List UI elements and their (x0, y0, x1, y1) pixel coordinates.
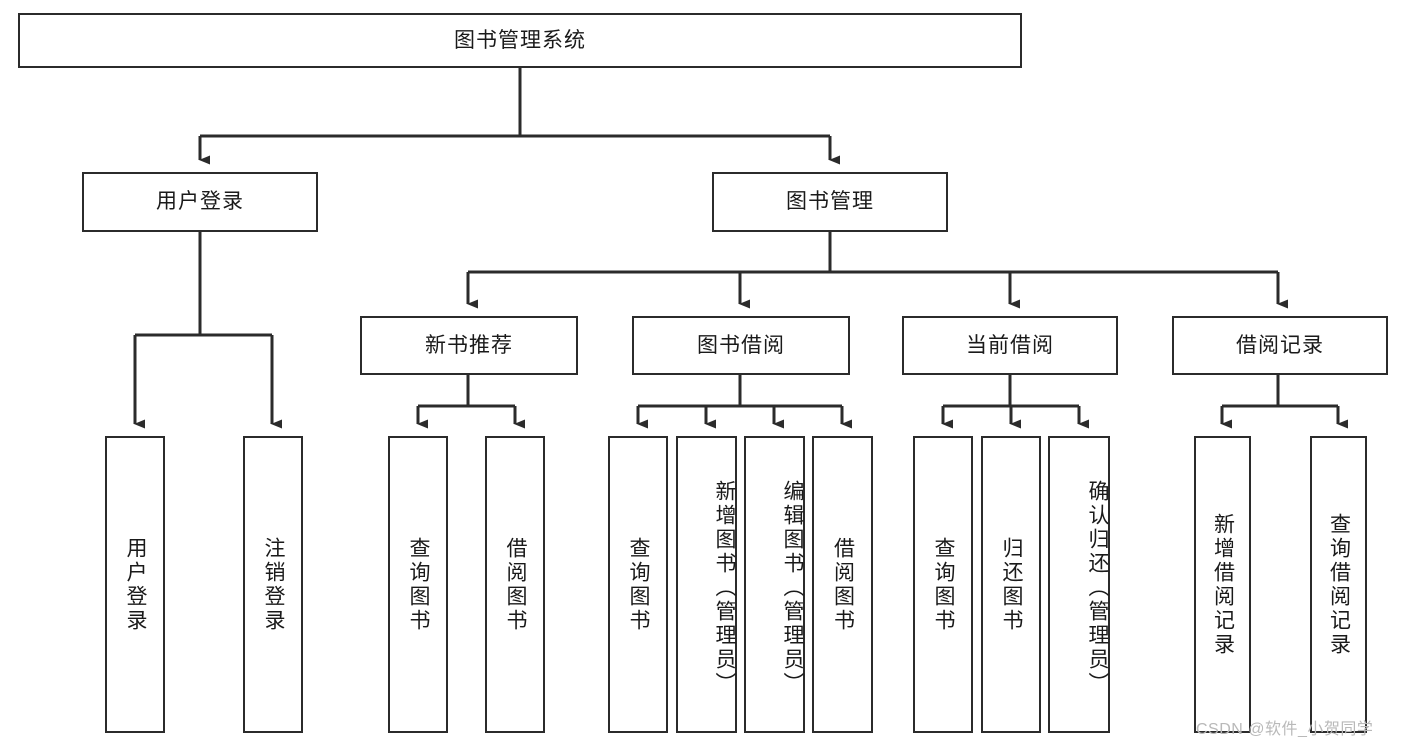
node-book-manage[interactable]: 图书管理 (712, 172, 948, 232)
node-leaf-rec-query-book[interactable]: 查询图书 (388, 436, 448, 733)
node-leaf-current-return-book[interactable]: 归还图书 (981, 436, 1041, 733)
csdn-watermark: CSDN @软件_小贺同学 (1196, 721, 1374, 738)
node-current-borrow[interactable]: 当前借阅 (902, 316, 1118, 375)
node-leaf-borrow-query-book[interactable]: 查询图书 (608, 436, 668, 733)
node-leaf-record-query[interactable]: 查询借阅记录 (1310, 436, 1367, 733)
node-leaf-borrow-edit-book[interactable]: 编辑图书（管理员） (744, 436, 805, 733)
node-leaf-borrow-add-book[interactable]: 新增图书（管理员） (676, 436, 737, 733)
node-leaf-current-query-book[interactable]: 查询图书 (913, 436, 973, 733)
node-user-login[interactable]: 用户登录 (82, 172, 318, 232)
node-leaf-record-add[interactable]: 新增借阅记录 (1194, 436, 1251, 733)
node-new-book-rec[interactable]: 新书推荐 (360, 316, 578, 375)
node-leaf-borrow-borrow-book[interactable]: 借阅图书 (812, 436, 873, 733)
node-borrow-record[interactable]: 借阅记录 (1172, 316, 1388, 375)
node-leaf-rec-borrow-book[interactable]: 借阅图书 (485, 436, 545, 733)
node-book-borrow[interactable]: 图书借阅 (632, 316, 850, 375)
node-root[interactable]: 图书管理系统 (18, 13, 1022, 68)
node-leaf-user-login[interactable]: 用户登录 (105, 436, 165, 733)
node-leaf-current-confirm-return[interactable]: 确认归还（管理员） (1048, 436, 1110, 733)
node-leaf-user-logout[interactable]: 注销登录 (243, 436, 303, 733)
